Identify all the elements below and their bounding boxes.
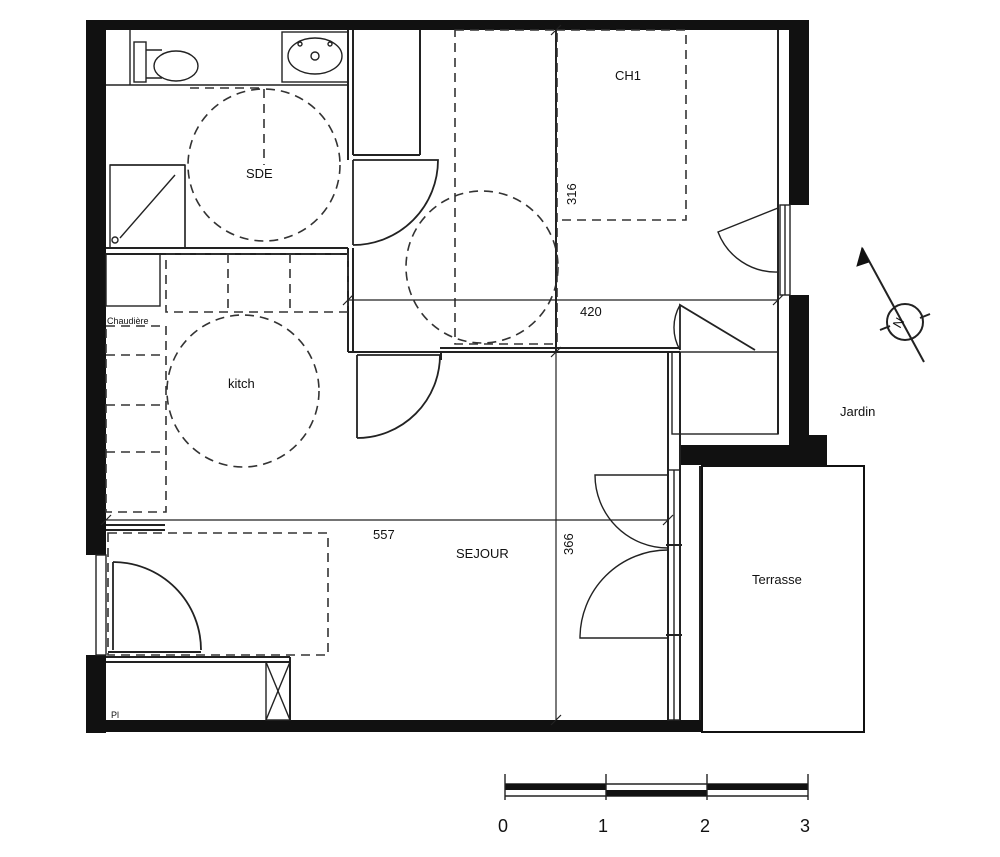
scale-label-3: 3: [800, 816, 810, 836]
room-label-chaudiere: Chaudière: [107, 316, 149, 326]
room-label-sde: SDE: [246, 166, 273, 181]
dimension-lines: [100, 24, 784, 726]
scale-label-2: 2: [700, 816, 710, 836]
turning-circles: [166, 88, 559, 468]
windows: [95, 204, 791, 721]
room-label-kitchen: kitch: [228, 376, 255, 391]
room-label-sejour: SEJOUR: [456, 546, 509, 561]
room-label-jardin: Jardin: [840, 404, 875, 419]
room-labels: CH1 SDE kitch SEJOUR Terrasse Jardin Cha…: [107, 68, 875, 720]
doors: [108, 159, 779, 653]
dimension-label-316: 316: [564, 183, 579, 205]
bathroom-fixtures: [109, 31, 349, 249]
scale-bar: [504, 774, 809, 800]
room-label-ch1: CH1: [615, 68, 641, 83]
terrace: [680, 465, 865, 733]
exterior-walls: [86, 20, 827, 733]
scale-label-1: 1: [598, 816, 608, 836]
kitchen-counters: [105, 253, 349, 513]
scale-bar-labels: 0 1 2 3: [498, 816, 810, 836]
furniture-outlines: [107, 29, 687, 656]
north-arrow-icon: N: [856, 246, 931, 363]
room-label-placard: Pl: [111, 710, 119, 720]
dimension-label-366: 366: [561, 533, 576, 555]
interior-partitions: [106, 30, 779, 721]
dimension-labels: 420 557 316 366: [373, 183, 602, 555]
scale-label-0: 0: [498, 816, 508, 836]
dimension-label-557: 557: [373, 527, 395, 542]
dimension-label-420: 420: [580, 304, 602, 319]
room-label-terrasse: Terrasse: [752, 572, 802, 587]
